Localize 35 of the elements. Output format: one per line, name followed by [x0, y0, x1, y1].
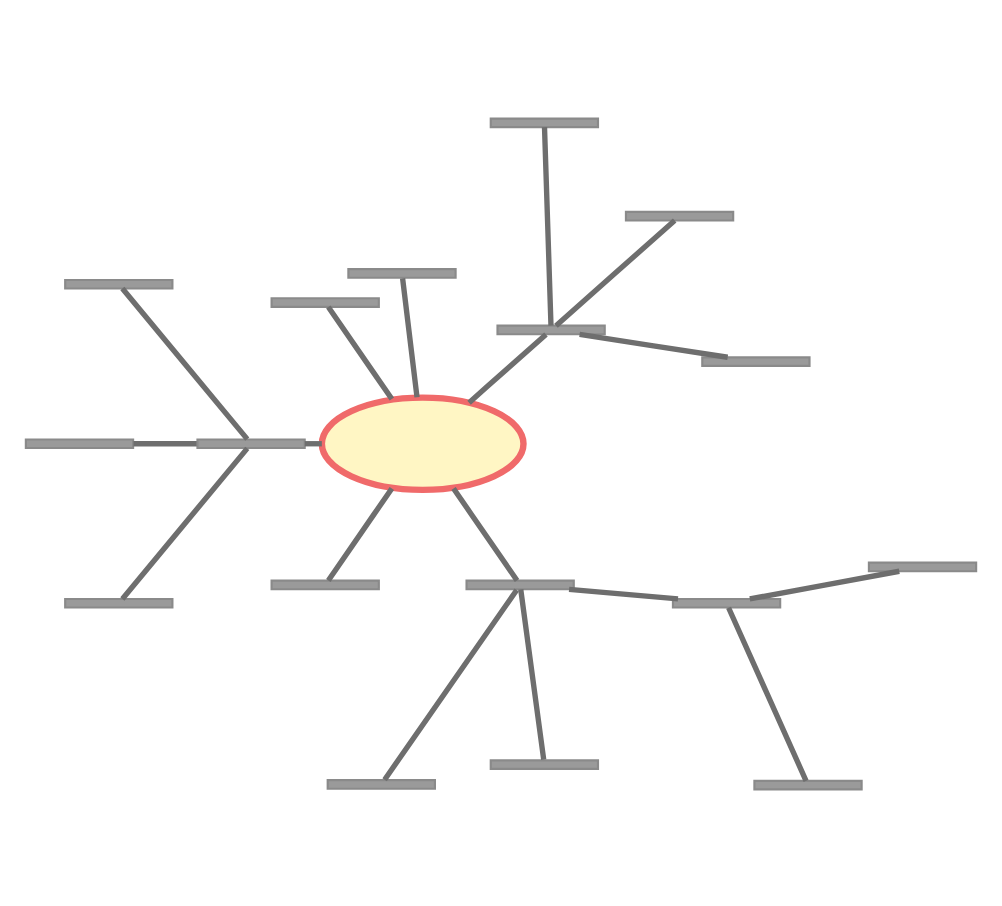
- connector: [133, 440, 197, 446]
- node-bar: [624, 209, 735, 221]
- connector: [726, 605, 809, 781]
- connector: [382, 587, 519, 781]
- node-bar: [196, 437, 306, 449]
- connector: [518, 588, 547, 760]
- node-bar: [64, 277, 174, 289]
- connector: [554, 217, 677, 327]
- node-bar: [270, 578, 380, 590]
- node-bar: [867, 560, 978, 572]
- connector: [326, 485, 395, 581]
- node-bar: [24, 437, 135, 449]
- node-bar: [671, 596, 782, 608]
- node-bar: [701, 355, 811, 366]
- node-bar: [496, 323, 606, 335]
- node-ellipse: [318, 393, 527, 493]
- connector: [579, 330, 729, 359]
- node-bar: [489, 116, 600, 128]
- node-bar: [347, 267, 457, 278]
- node-bar: [753, 778, 863, 790]
- connector: [451, 485, 520, 581]
- connector: [304, 440, 322, 446]
- connector: [120, 445, 250, 600]
- node-bar: [326, 778, 436, 789]
- connector: [541, 126, 554, 325]
- connector: [326, 304, 395, 400]
- connector: [399, 277, 420, 397]
- connector: [120, 285, 250, 440]
- node-bar: [64, 596, 174, 608]
- node-bar: [489, 758, 600, 769]
- connector: [749, 567, 900, 601]
- node-bar: [465, 578, 575, 590]
- connector: [568, 585, 679, 601]
- node-bar: [270, 296, 380, 307]
- connector: [467, 331, 548, 404]
